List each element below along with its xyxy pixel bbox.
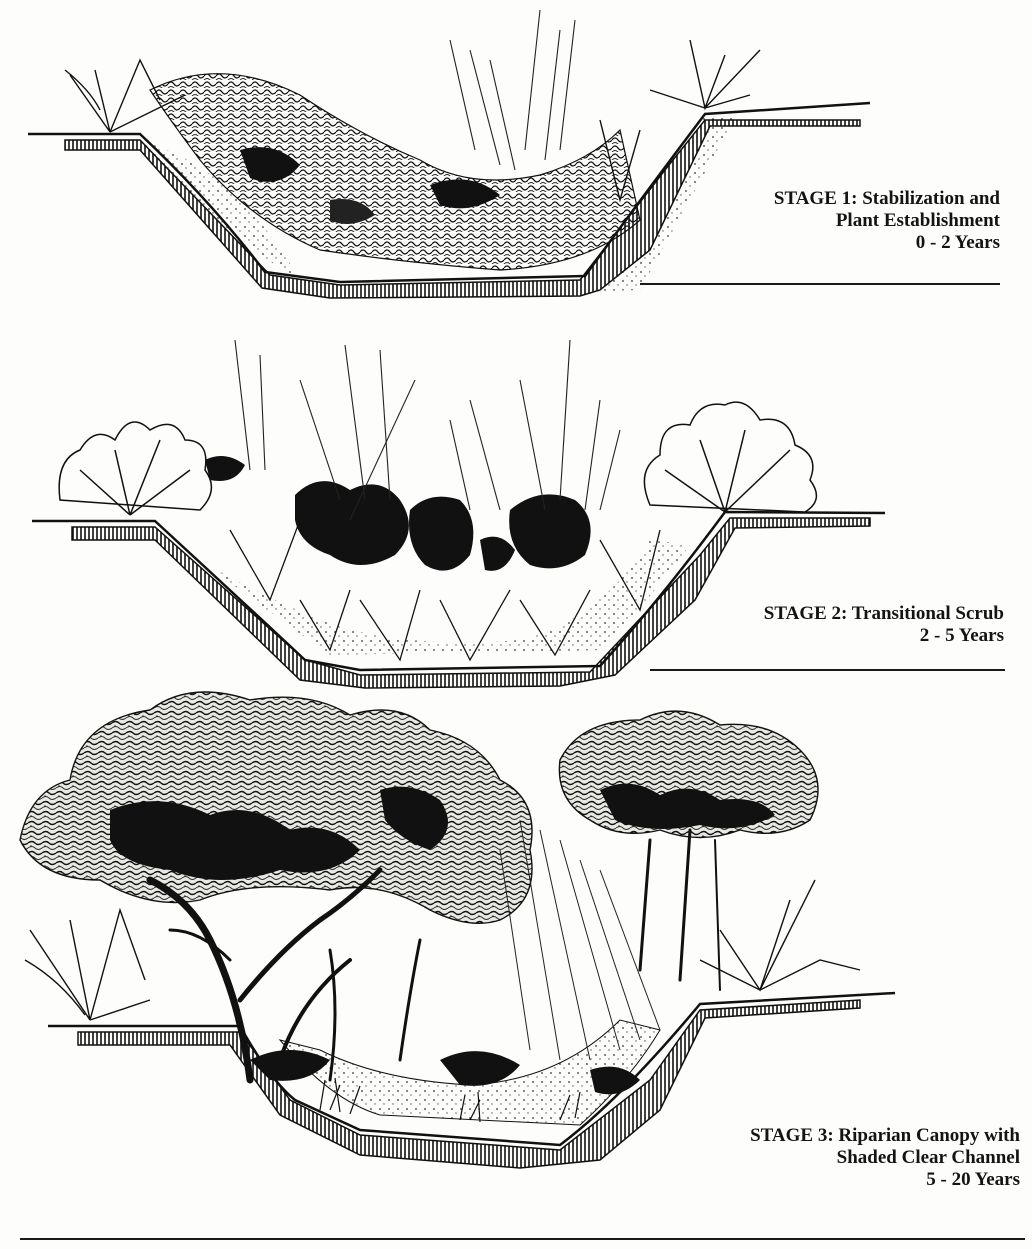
stage-2-rule <box>650 669 1005 671</box>
stage-2-years: 2 - 5 Years <box>764 625 1004 647</box>
stage-3-years: 5 - 20 Years <box>750 1169 1020 1191</box>
stage-3-right-shrub <box>700 880 860 990</box>
stage-3-left-canopy <box>20 692 532 923</box>
stage-3-rule <box>20 1238 1025 1240</box>
stage-3-illustration <box>20 692 895 1168</box>
stage-2-stems <box>235 340 620 520</box>
stage-3-title: STAGE 3: Riparian Canopy with <box>750 1125 1020 1147</box>
stage-1-stems <box>450 10 575 170</box>
stage-1-title: STAGE 1: Stabilization and <box>774 188 1000 210</box>
stage-2-scrub-masses <box>205 456 591 571</box>
stage-1-illustration <box>28 10 870 298</box>
stage-1-subtitle: Plant Establishment <box>774 210 1000 232</box>
stage-2-title: STAGE 2: Transitional Scrub <box>764 603 1004 625</box>
stage-1-years: 0 - 2 Years <box>774 232 1000 254</box>
stage-2-right-shrub <box>644 402 816 512</box>
stage-1-rule <box>640 283 1000 285</box>
stage-1-caption: STAGE 1: Stabilization and Plant Establi… <box>774 188 1000 254</box>
stage-2-caption: STAGE 2: Transitional Scrub 2 - 5 Years <box>764 603 1004 647</box>
stage-3-subtitle: Shaded Clear Channel <box>750 1147 1020 1169</box>
stage-3-left-shrub <box>25 910 150 1020</box>
stage-3-caption: STAGE 3: Riparian Canopy with Shaded Cle… <box>750 1125 1020 1191</box>
stage-2-illustration <box>32 340 885 688</box>
stage-2-left-shrub <box>59 422 211 515</box>
